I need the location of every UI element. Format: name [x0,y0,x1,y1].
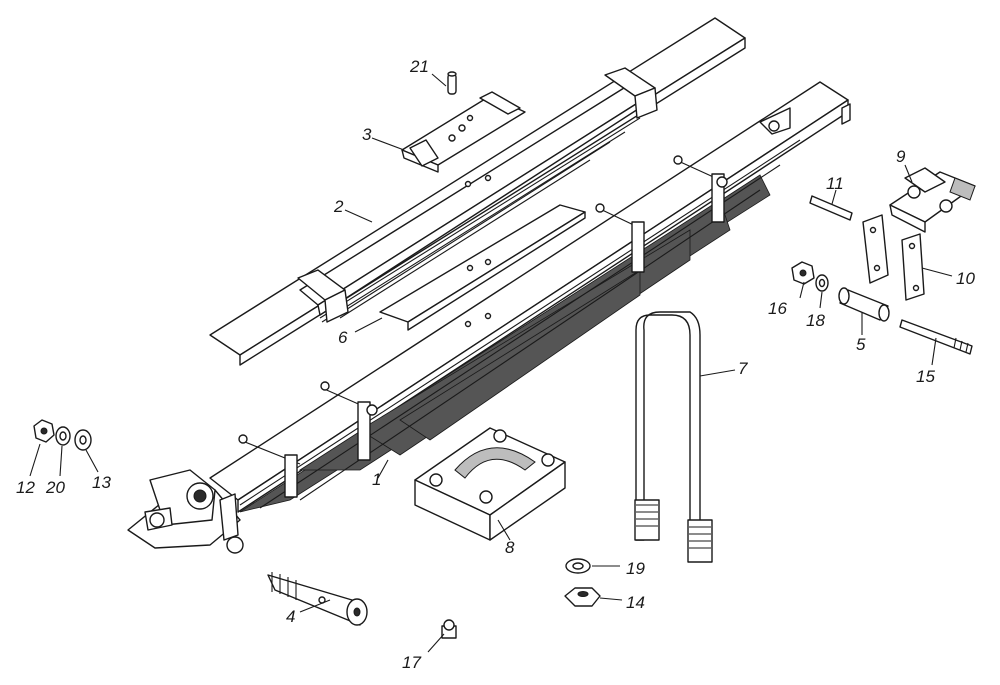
label-part-21: 21 [409,57,429,76]
spacer-block [414,427,566,541]
flat-leaf [379,204,586,331]
label-part-13: 13 [92,473,111,492]
spring-pin [267,572,368,626]
nut-washer-set-right [791,261,829,292]
label-part-14: 14 [626,593,645,612]
label-part-17: 17 [402,653,421,672]
spring-eye-bracket [127,469,244,554]
part-labels: 1 2 3 4 5 6 7 8 9 10 11 12 13 14 15 16 1… [16,57,975,672]
clamp-2 [320,381,378,461]
label-part-10: 10 [956,269,975,288]
shackle-pin [809,195,853,221]
bushing [838,287,890,322]
label-part-18: 18 [806,311,825,330]
long-bolt [899,319,973,355]
shackle-bracket [889,167,976,233]
spring-seat [401,91,526,173]
label-part-9: 9 [896,147,906,166]
pin [447,71,457,95]
clamp-4 [673,155,728,223]
label-part-1: 1 [372,470,381,489]
washer-19 [565,558,591,574]
label-part-20: 20 [45,478,65,497]
label-part-12: 12 [16,478,35,497]
label-part-16: 16 [768,299,787,318]
label-part-7: 7 [738,359,748,378]
label-part-8: 8 [505,538,515,557]
clamp-3 [595,203,645,273]
label-part-11: 11 [826,174,844,193]
grease-fitting [441,619,457,639]
hex-nut-14 [564,587,601,607]
label-part-3: 3 [362,125,372,144]
shackle-plates [862,214,925,301]
u-bolt [634,311,713,563]
label-part-2: 2 [333,197,344,216]
label-part-4: 4 [286,607,295,626]
upper-leaf-spring [209,17,746,366]
label-part-19: 19 [626,559,645,578]
label-part-15: 15 [916,367,935,386]
leader-lines [29,73,953,653]
label-part-6: 6 [338,328,348,347]
nut-washer-set-left [33,419,92,451]
label-part-5: 5 [856,335,866,354]
clamp-1 [238,434,301,498]
main-leaf-spring-pack [127,81,851,554]
